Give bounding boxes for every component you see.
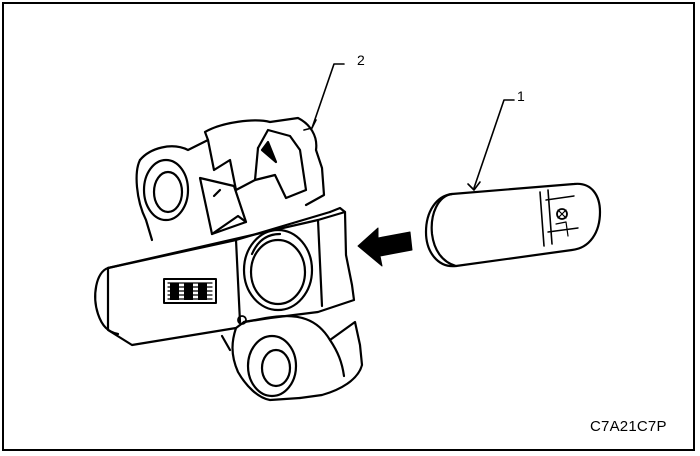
lock-housing [94,116,364,402]
callout-2-leader [311,63,345,129]
figure-code: C7A21C7P [590,418,667,435]
figure-frame [2,2,695,451]
cylinder-lock-plug [424,182,602,268]
arrow-left-icon [357,227,413,267]
callout-1-number: 1 [517,88,525,104]
callout-1-leader [473,99,515,189]
callout-2-number: 2 [357,52,365,68]
